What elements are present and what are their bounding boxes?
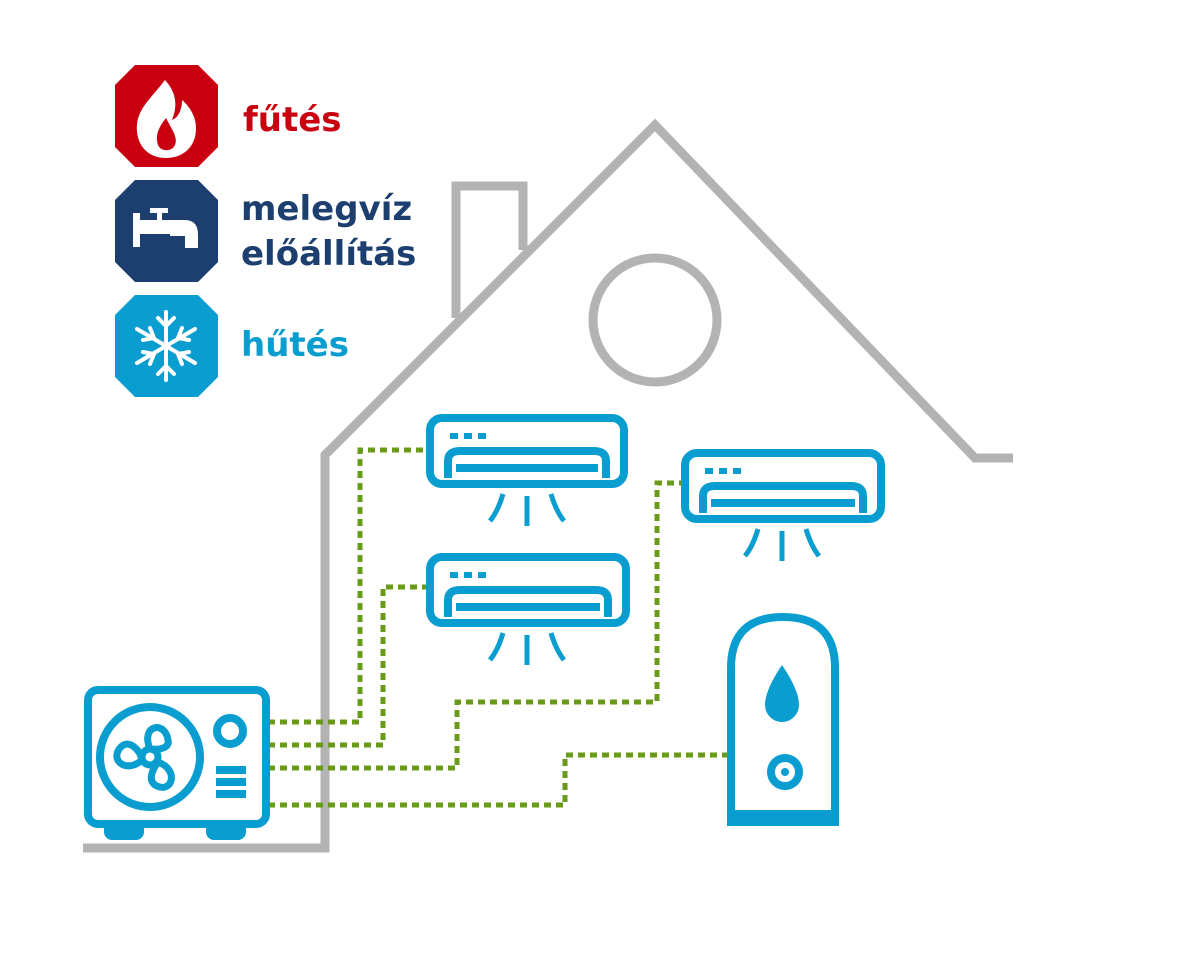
indoor-ac-unit-3 (681, 449, 885, 561)
legend-label-hot-water-line1: melegvíz (241, 189, 413, 229)
snowflake-icon (135, 310, 197, 382)
flame-badge (115, 65, 218, 167)
legend-label-hot-water-line2: előállítás (241, 234, 417, 274)
hot-water-tank (727, 612, 839, 826)
round-window (588, 253, 722, 387)
indoor-ac-unit-2 (426, 553, 630, 665)
legend-label-cooling: hűtés (241, 325, 349, 365)
indoor-ac-unit-1 (426, 414, 628, 526)
water-drop-icon (765, 665, 799, 722)
outdoor-unit (84, 686, 270, 840)
snowflake-badge (115, 295, 218, 397)
pipe-lines (268, 447, 728, 808)
fan-icon (113, 724, 175, 791)
faucet-badge (115, 180, 218, 282)
legend-label-heating: fűtés (243, 100, 342, 140)
house-outline (83, 118, 1013, 853)
faucet-icon (133, 208, 198, 248)
